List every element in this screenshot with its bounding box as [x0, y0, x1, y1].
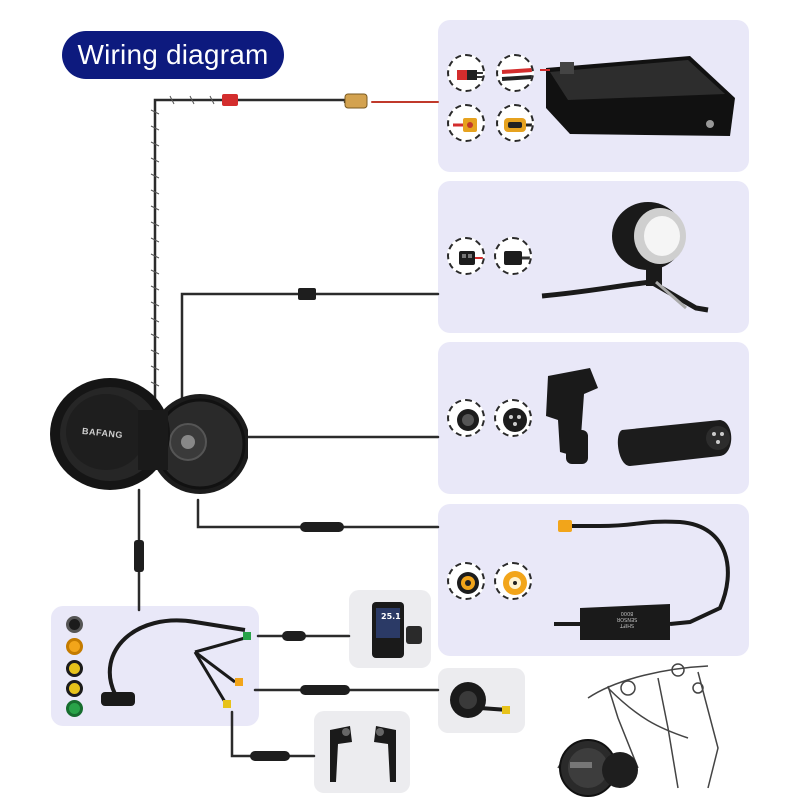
gear-sensor-label-line2: SENSOR [616, 616, 638, 622]
pin-dot-green [66, 700, 83, 717]
headlight-connector-male [494, 237, 532, 275]
gear-sensor-label: SHIFT SENSOR 8000 [612, 610, 642, 628]
speed-sensor-connector-pins [494, 399, 532, 437]
pin-dot-yellow-1 [66, 660, 83, 677]
headlight-connector-female [447, 237, 485, 275]
page-title: Wiring diagram [62, 31, 284, 79]
display-speed: 25.1 [381, 612, 401, 621]
battery-connector-xt60-male [447, 104, 485, 142]
pin-dot-orange [66, 638, 83, 655]
speed-sensor-icon [546, 368, 732, 466]
bike-sketch-icon [557, 663, 719, 797]
speed-sensor-connector-round [447, 399, 485, 437]
gear-sensor-label-line1: SHIFT [619, 622, 635, 628]
battery-pack-icon [540, 56, 735, 136]
brake-levers-icon [330, 726, 396, 782]
pin-dot-black [66, 616, 83, 633]
gear-sensor-connector-black [447, 562, 485, 600]
thumb-throttle-icon [450, 682, 510, 718]
battery-connector-anderson [447, 54, 485, 92]
lcd-display-icon [372, 602, 422, 658]
gear-sensor-icon [554, 519, 730, 640]
pin-dot-yellow-2 [66, 680, 83, 697]
mid-drive-motor-icon [50, 378, 248, 494]
battery-connector-wires [496, 54, 534, 92]
speed-sensor-panel [438, 342, 749, 494]
battery-connector-xt60-female [496, 104, 534, 142]
gear-sensor-connector-orange [494, 562, 532, 600]
headlight-icon [541, 202, 709, 313]
wiring-harness-icon [101, 618, 251, 708]
